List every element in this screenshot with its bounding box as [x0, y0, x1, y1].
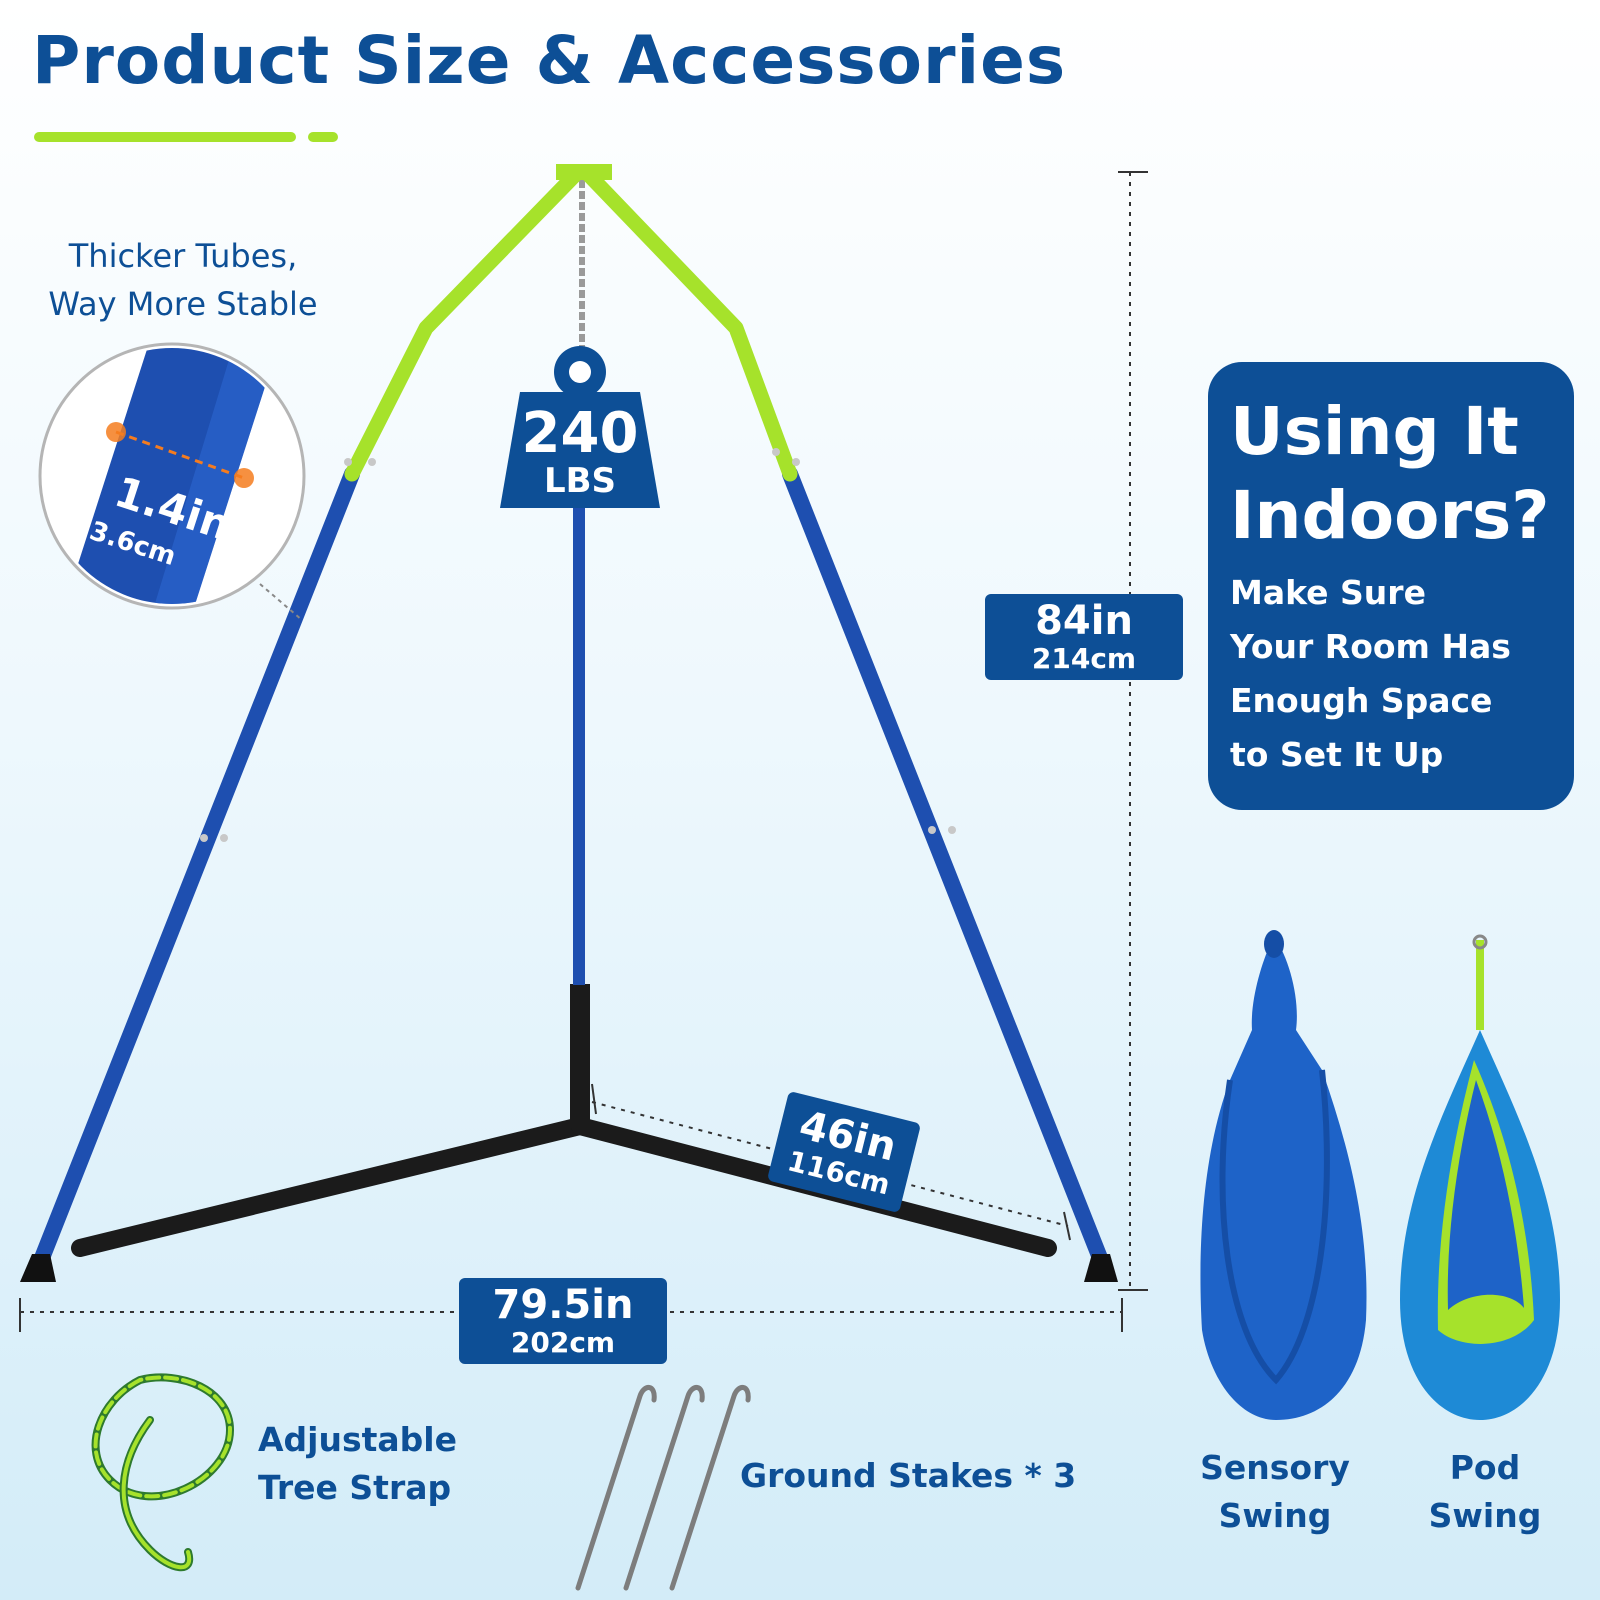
page-title: Product Size & Accessories — [32, 22, 1067, 99]
width-cm: 202cm — [510, 1326, 616, 1359]
weight-value: 240 — [522, 401, 639, 466]
ground-stakes-icon — [575, 1385, 751, 1591]
tube-callout-label: Thicker Tubes, Way More Stable — [48, 237, 318, 323]
indoor-body: Make Sure Your Room Has Enough Space to … — [1230, 573, 1511, 774]
tree-strap-label: Adjustable Tree Strap — [258, 1420, 457, 1507]
width-badge: 79.5in 202cm — [459, 1278, 667, 1364]
orange-dot-left — [106, 422, 126, 442]
sensory-swing-icon — [1200, 930, 1367, 1420]
pod-swing-icon — [1400, 934, 1560, 1420]
orange-dot-right — [234, 468, 254, 488]
indoor-info-card: Using It Indoors? Make Sure Your Room Ha… — [1208, 362, 1574, 810]
sensory-swing-label: Sensory Swing — [1200, 1448, 1350, 1535]
tree-strap-icon — [91, 1373, 235, 1572]
weight-unit: LBS — [544, 461, 616, 501]
height-in: 84in — [1035, 598, 1133, 644]
width-in: 79.5in — [492, 1282, 634, 1328]
ground-stakes-label: Ground Stakes * 3 — [740, 1456, 1077, 1495]
height-badge: 84in 214cm — [985, 594, 1183, 680]
indoor-heading: Using It Indoors? — [1230, 393, 1550, 554]
pod-swing-label: Pod Swing — [1428, 1448, 1542, 1535]
height-cm: 214cm — [1031, 642, 1137, 675]
